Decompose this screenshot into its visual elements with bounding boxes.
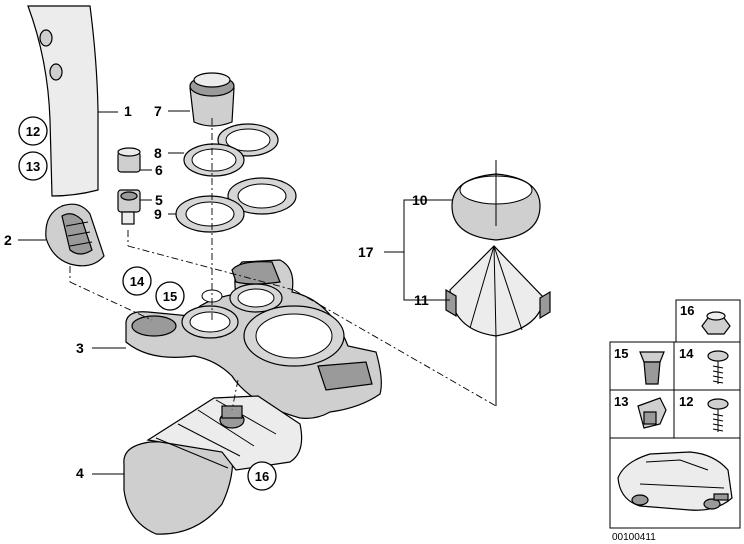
callout-5: 5 bbox=[155, 192, 163, 208]
screw-14 bbox=[707, 350, 729, 384]
callout-4: 4 bbox=[76, 465, 84, 481]
callout-3: 3 bbox=[76, 340, 84, 356]
panel-label-15: 15 bbox=[614, 346, 628, 361]
callout-1: 1 bbox=[124, 103, 132, 119]
panel-label-16: 16 bbox=[680, 303, 694, 318]
clip-13 bbox=[637, 397, 667, 429]
bracket-17 bbox=[403, 199, 438, 301]
small-parts-panel: 16 15 14 13 12 bbox=[609, 299, 741, 529]
circled-13: 13 bbox=[26, 159, 40, 174]
assembly-lines bbox=[69, 118, 497, 411]
panel-label-14: 14 bbox=[679, 346, 694, 361]
callouts: 1 2 3 4 5 6 7 8 9 10 11 17 bbox=[4, 103, 452, 481]
part-7-cup-insert bbox=[189, 72, 235, 127]
callout-7: 7 bbox=[154, 103, 162, 119]
panel-label-13: 13 bbox=[614, 394, 628, 409]
car-silhouette bbox=[617, 451, 733, 511]
part-6-cap bbox=[117, 147, 141, 173]
part-3-center-console bbox=[125, 259, 382, 419]
callout-17: 17 bbox=[358, 244, 374, 260]
circled-14: 14 bbox=[130, 274, 145, 289]
callout-11: 11 bbox=[414, 292, 429, 308]
panel-label-12: 12 bbox=[679, 394, 693, 409]
circled-12: 12 bbox=[26, 124, 40, 139]
part-9-mats bbox=[175, 177, 297, 233]
part-2-air-vent bbox=[45, 203, 105, 267]
callout-6: 6 bbox=[155, 162, 163, 178]
part-11-cone bbox=[445, 245, 551, 337]
callout-10: 10 bbox=[412, 192, 428, 208]
part-8-trim-rings bbox=[183, 123, 279, 177]
circled-15: 15 bbox=[163, 289, 177, 304]
circled-16: 16 bbox=[255, 469, 269, 484]
screw-12 bbox=[707, 398, 729, 432]
clip-nut-15 bbox=[639, 351, 665, 385]
callout-8: 8 bbox=[154, 145, 162, 161]
circled-callouts: 12 13 14 15 16 bbox=[18, 116, 277, 491]
callout-9: 9 bbox=[154, 206, 162, 222]
part-5-socket bbox=[117, 189, 141, 225]
part-1-pillar-trim bbox=[27, 5, 99, 197]
callout-2: 2 bbox=[4, 232, 12, 248]
reference-code: 00100411 bbox=[612, 532, 656, 543]
nut-16 bbox=[701, 311, 731, 335]
part-4-armrest bbox=[123, 395, 303, 535]
